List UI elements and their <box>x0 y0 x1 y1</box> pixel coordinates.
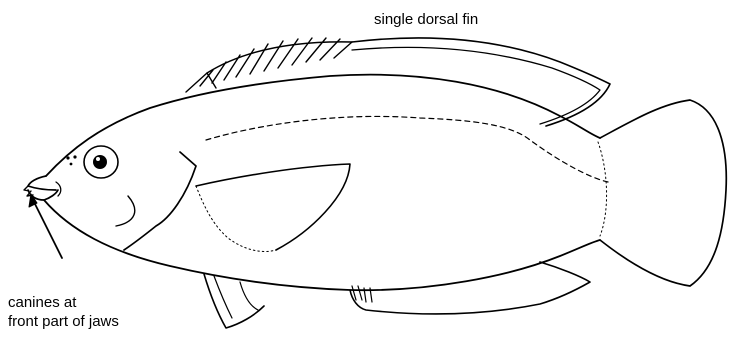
canines-pointer-arrow <box>29 194 62 258</box>
pectoral-fin <box>196 164 350 250</box>
lip-fold <box>56 182 61 196</box>
caudal-fin-base <box>598 142 607 236</box>
pelvic-fin-inner <box>214 276 232 318</box>
gill-cover <box>124 152 196 250</box>
body-outline <box>46 75 600 176</box>
canines-label-line-2: front part of jaws <box>8 312 119 331</box>
caudal-fin <box>600 100 726 286</box>
snout <box>28 176 56 190</box>
canines-label: canines at front part of jaws <box>8 293 119 331</box>
canines-label-line-1: canines at <box>8 293 119 312</box>
eye <box>84 146 118 178</box>
cheek-line <box>116 196 135 226</box>
anal-fin-spines <box>352 286 372 302</box>
dorsal-fin-label: single dorsal fin <box>374 10 478 29</box>
nostrils <box>66 155 76 165</box>
anal-fin <box>350 262 590 314</box>
pectoral-fin-base <box>196 186 276 252</box>
dorsal-fin-spines <box>186 38 352 92</box>
body-belly-outline <box>44 200 600 290</box>
soft-dorsal-fin <box>352 38 610 126</box>
pelvic-fin-ray <box>240 282 258 310</box>
